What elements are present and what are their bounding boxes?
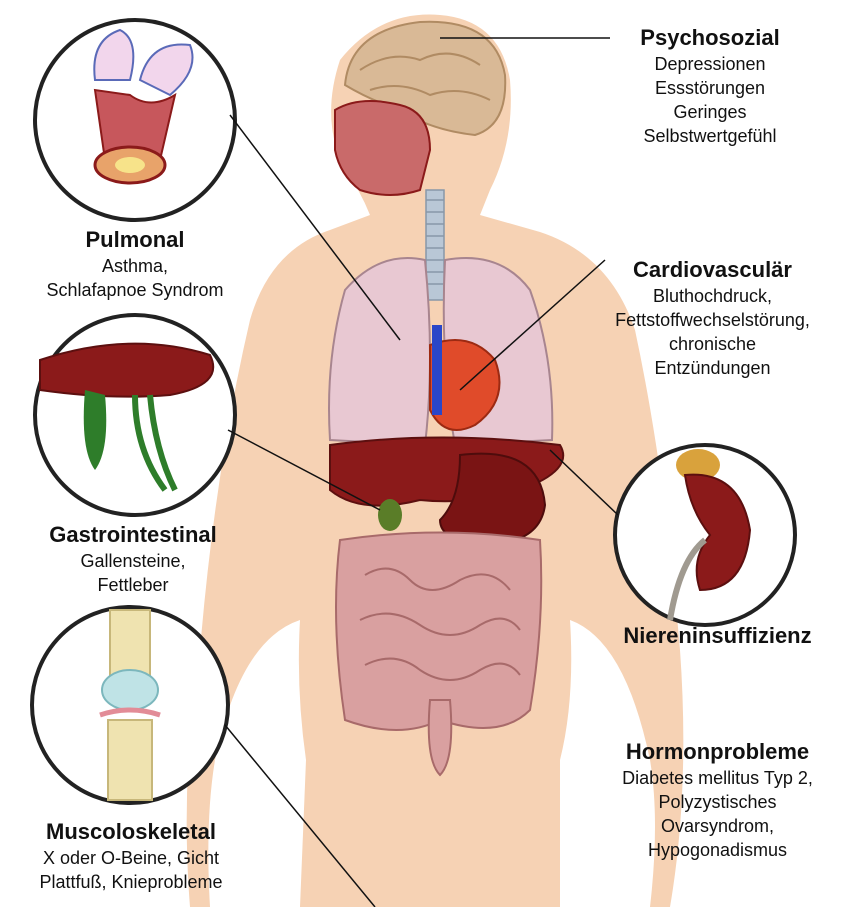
callout-lungs	[35, 20, 235, 220]
label-psychosozial-line: Geringes	[590, 100, 830, 124]
label-muscoloskeletal-line: Plattfuß, Knieprobleme	[0, 870, 262, 894]
label-pulmonal: Pulmonal Asthma, Schlafapnoe Syndrom	[0, 226, 270, 302]
callout-kidney	[615, 445, 795, 625]
label-cardiovascular-line: Entzündungen	[580, 356, 845, 380]
label-cardiovascular: Cardiovasculär Bluthochdruck, Fettstoffw…	[580, 256, 845, 380]
callout-liver	[35, 315, 235, 515]
label-psychosozial-line: Selbstwertgefühl	[590, 124, 830, 148]
label-cardiovascular-line: Fettstoffwechselstörung,	[580, 308, 845, 332]
label-hormonprobleme: Hormonprobleme Diabetes mellitus Typ 2, …	[590, 738, 845, 862]
label-cardiovascular-line: Bluthochdruck,	[580, 284, 845, 308]
label-muscoloskeletal-line: X oder O-Beine, Gicht	[0, 846, 262, 870]
label-gastrointestinal-line: Fettleber	[0, 573, 266, 597]
gallbladder	[378, 499, 402, 531]
head-cavity	[335, 101, 430, 195]
label-cardiovascular-title: Cardiovasculär	[580, 256, 845, 284]
label-psychosozial-line: Depressionen	[590, 52, 830, 76]
label-gastrointestinal-title: Gastrointestinal	[0, 521, 266, 549]
callout-knee	[32, 607, 228, 803]
label-muscoloskeletal-title: Muscoloskeletal	[0, 818, 262, 846]
label-hormonprobleme-title: Hormonprobleme	[590, 738, 845, 766]
label-hormonprobleme-line: Hypogonadismus	[590, 838, 845, 862]
label-gastrointestinal-line: Gallensteine,	[0, 549, 266, 573]
label-niereninsuffizienz: Niereninsuffizienz	[590, 622, 845, 650]
label-hormonprobleme-line: Ovarsyndrom,	[590, 814, 845, 838]
label-gastrointestinal: Gastrointestinal Gallensteine, Fettleber	[0, 521, 266, 597]
label-pulmonal-line: Schlafapnoe Syndrom	[0, 278, 270, 302]
label-hormonprobleme-line: Polyzystisches	[590, 790, 845, 814]
label-hormonprobleme-line: Diabetes mellitus Typ 2,	[590, 766, 845, 790]
label-psychosozial: Psychosozial Depressionen Essstörungen G…	[590, 24, 830, 148]
label-muscoloskeletal: Muscoloskeletal X oder O-Beine, Gicht Pl…	[0, 818, 262, 894]
label-psychosozial-title: Psychosozial	[590, 24, 830, 52]
label-cardiovascular-line: chronische	[580, 332, 845, 356]
label-psychosozial-line: Essstörungen	[590, 76, 830, 100]
label-pulmonal-title: Pulmonal	[0, 226, 270, 254]
label-niereninsuffizienz-title: Niereninsuffizienz	[590, 622, 845, 650]
label-pulmonal-line: Asthma,	[0, 254, 270, 278]
